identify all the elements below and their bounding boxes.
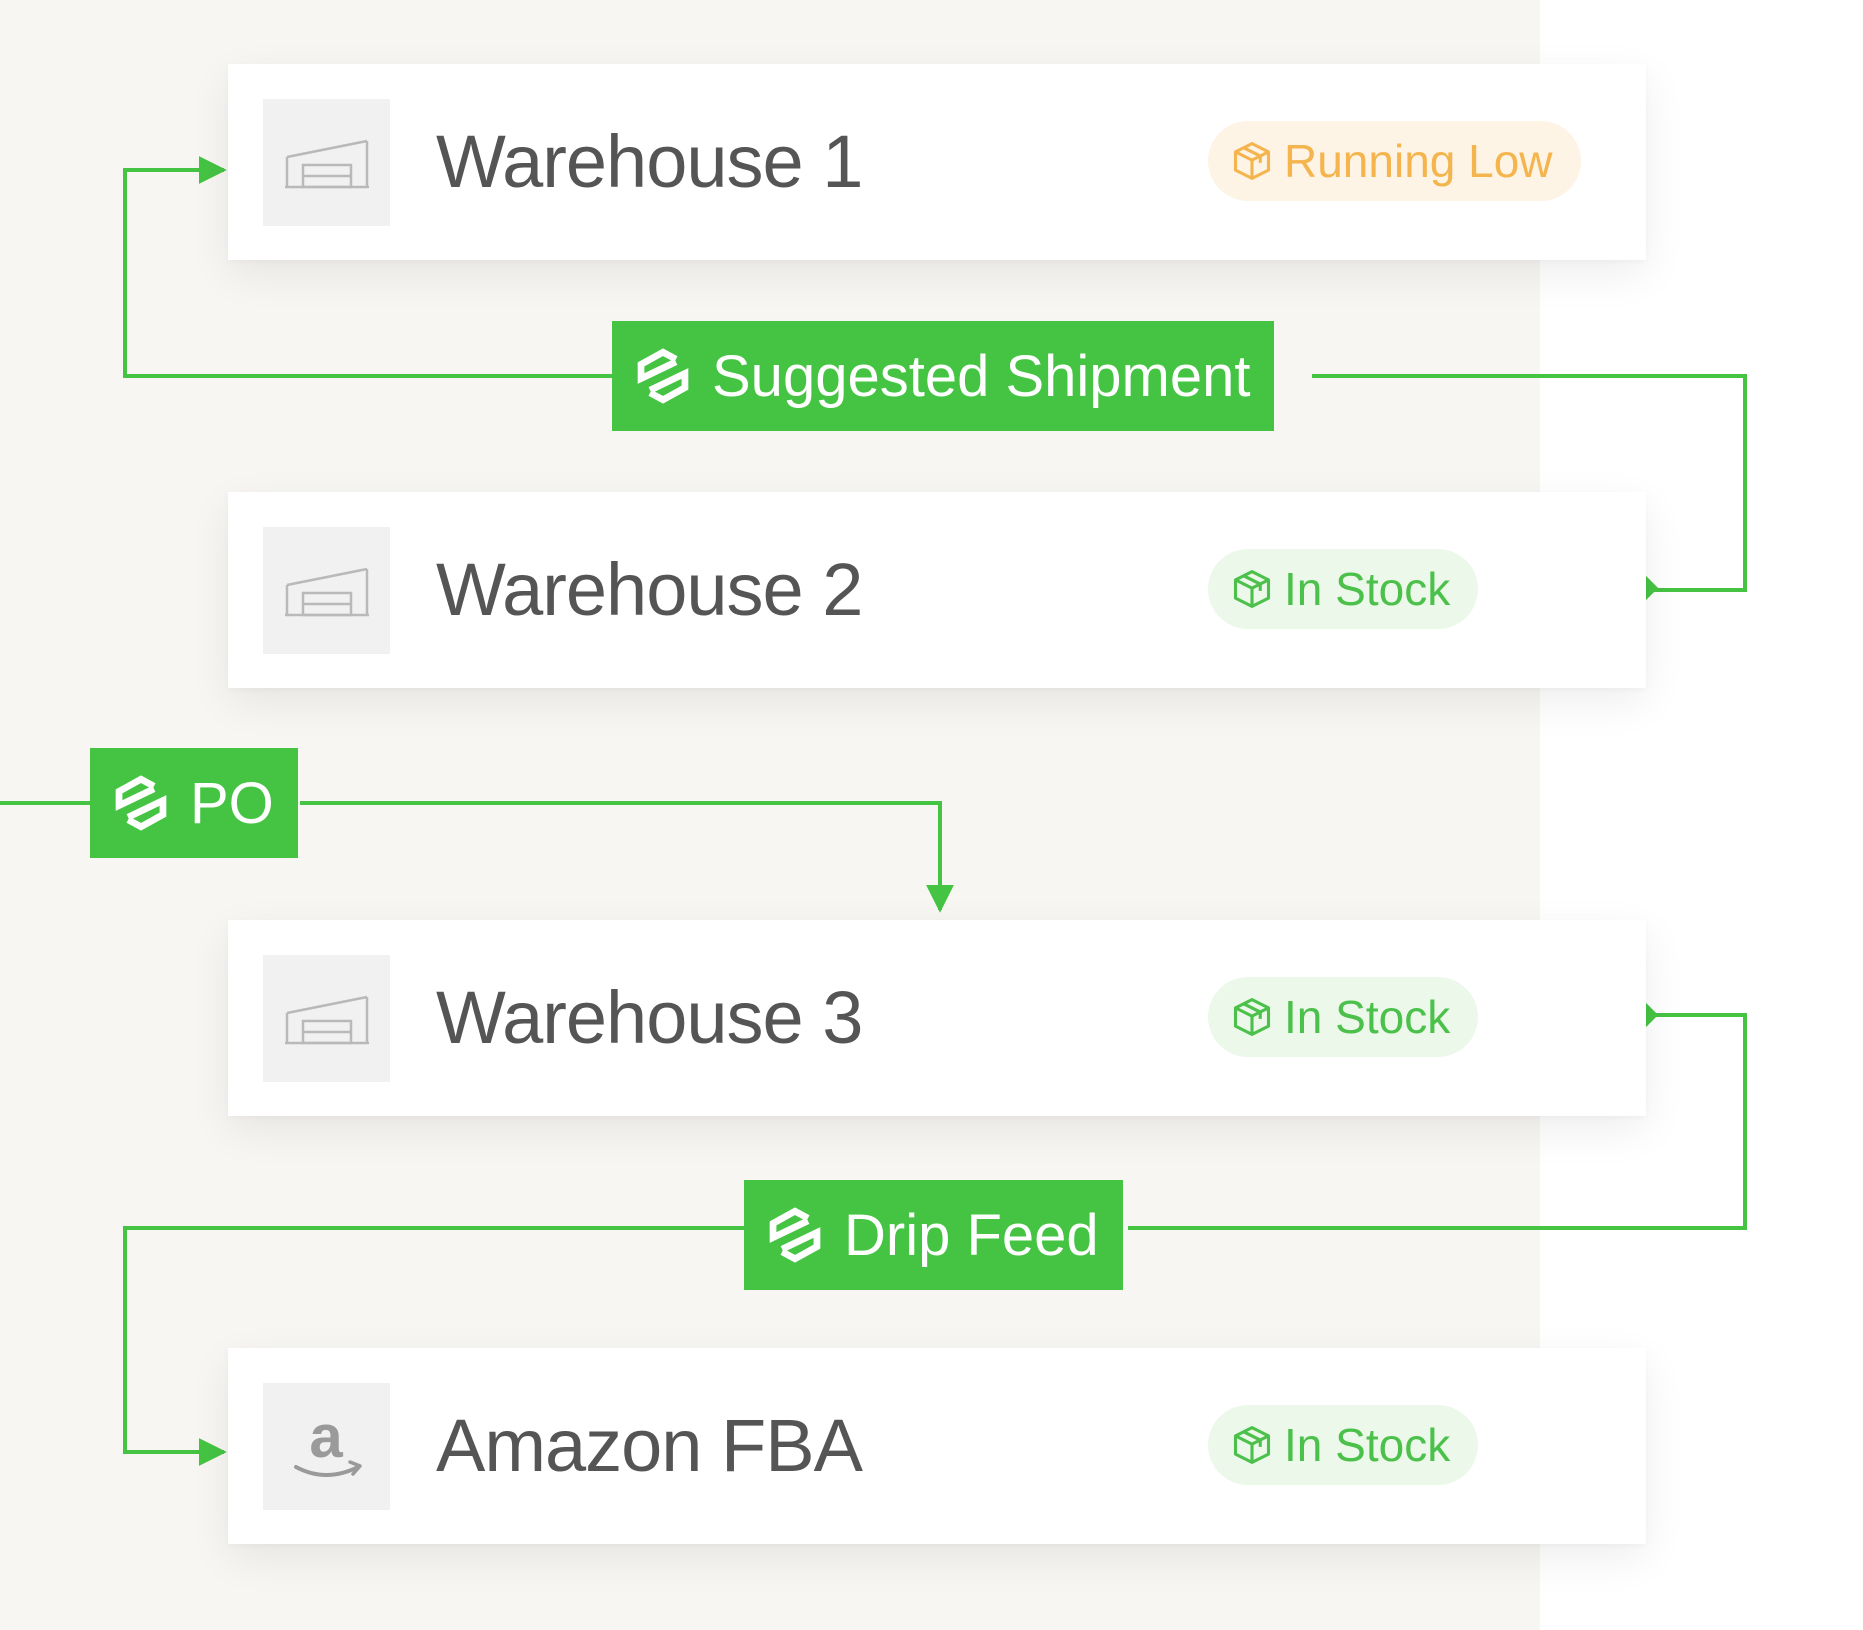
brand-s-icon xyxy=(764,1204,826,1266)
box-icon xyxy=(1230,995,1274,1039)
edge-label-drip-feed[interactable]: Drip Feed xyxy=(744,1180,1123,1290)
status-badge: In Stock xyxy=(1208,1405,1479,1485)
suggested-shipment-connector-left xyxy=(123,156,612,378)
status-badge: In Stock xyxy=(1208,977,1479,1057)
node-card-warehouse-2[interactable]: Warehouse 2 In Stock xyxy=(228,492,1646,688)
box-icon xyxy=(1230,567,1274,611)
warehouse-icon xyxy=(263,99,390,226)
status-badge: Running Low xyxy=(1208,121,1581,201)
node-title: Warehouse 2 xyxy=(436,548,863,631)
brand-s-icon xyxy=(110,772,172,834)
edge-label-text: PO xyxy=(190,770,274,836)
status-badge: In Stock xyxy=(1208,549,1479,629)
node-title: Warehouse 3 xyxy=(436,976,863,1059)
edge-label-suggested-shipment[interactable]: Suggested Shipment xyxy=(612,321,1275,431)
warehouse-icon xyxy=(263,527,390,654)
po-connector-right xyxy=(300,801,954,913)
status-text: In Stock xyxy=(1284,563,1451,615)
edge-label-text: Suggested Shipment xyxy=(712,343,1251,409)
svg-text:a: a xyxy=(309,1407,343,1470)
suggested-shipment-connector xyxy=(1312,374,1747,592)
drip-feed-connector-left xyxy=(123,1226,744,1466)
brand-s-icon xyxy=(632,345,694,407)
node-card-amazon-fba[interactable]: a Amazon FBA In Stock xyxy=(228,1348,1646,1544)
node-card-warehouse-3[interactable]: Warehouse 3 In Stock xyxy=(228,920,1646,1116)
drip-feed-connector xyxy=(1128,1013,1747,1230)
box-icon xyxy=(1230,139,1274,183)
status-text: Running Low xyxy=(1284,135,1553,187)
status-text: In Stock xyxy=(1284,991,1451,1043)
box-icon xyxy=(1230,1423,1274,1467)
node-title: Amazon FBA xyxy=(436,1404,863,1487)
node-title: Warehouse 1 xyxy=(436,120,863,203)
edge-label-text: Drip Feed xyxy=(844,1202,1099,1268)
warehouse-icon xyxy=(263,955,390,1082)
edge-label-po[interactable]: PO xyxy=(90,748,298,858)
amazon-logo-icon: a xyxy=(263,1383,390,1510)
node-card-warehouse-1[interactable]: Warehouse 1 Running Low xyxy=(228,64,1646,260)
status-text: In Stock xyxy=(1284,1419,1451,1471)
